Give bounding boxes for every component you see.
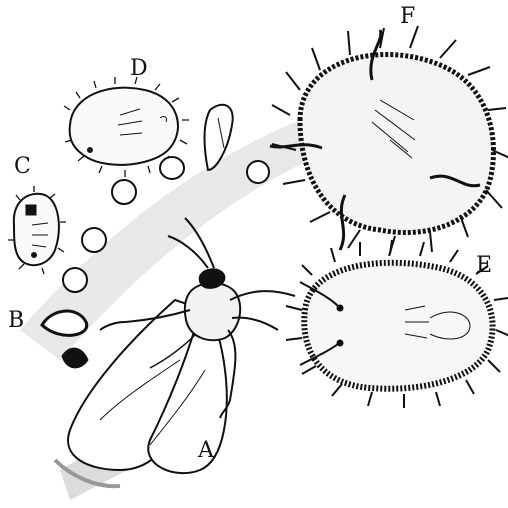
stage-label-d: D <box>130 58 148 80</box>
stage-label-a: A <box>198 440 214 462</box>
stage-label-b: B <box>8 310 24 332</box>
stage-label-e: E <box>476 255 492 277</box>
stage-c-crawler <box>8 186 66 274</box>
stage-label-f: F <box>400 6 415 28</box>
stage-label-c: C <box>14 156 31 178</box>
stage-e-nymph <box>286 240 508 408</box>
stage-f-nymph <box>270 26 508 256</box>
